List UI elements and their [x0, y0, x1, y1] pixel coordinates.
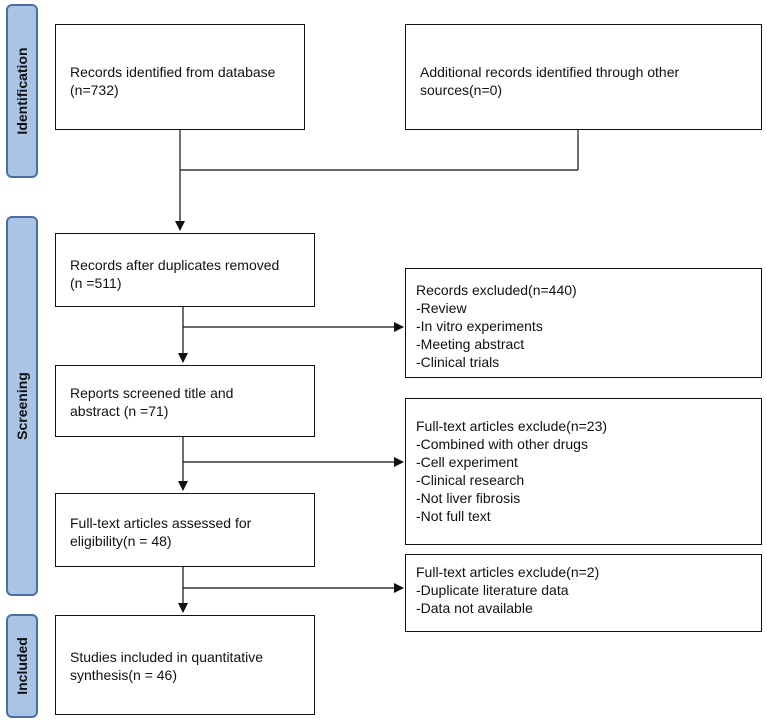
fulltext-excluded-1-item: -Not liver fibrosis	[416, 490, 521, 506]
phase-included: Included	[6, 614, 38, 718]
box-fulltext-assessed-text: Full-text articles assessed for eligibil…	[70, 515, 252, 549]
records-excluded-item: -Meeting abstract	[416, 336, 525, 352]
box-reports-screened: Reports screened title and abstract (n =…	[55, 365, 315, 437]
box-fulltext-assessed: Full-text articles assessed for eligibil…	[55, 493, 315, 567]
records-excluded-title: Records excluded(n=440)	[416, 282, 577, 298]
records-excluded-item: -Clinical trials	[416, 354, 500, 370]
phase-screening: Screening	[6, 216, 38, 596]
fulltext-excluded-1-item: -Combined with other drugs	[416, 436, 588, 452]
fulltext-excluded-2-item: -Data not available	[416, 600, 533, 616]
box-studies-included: Studies included in quantitative synthes…	[55, 615, 315, 715]
records-excluded-item: -In vitro experiments	[416, 318, 543, 334]
records-excluded-item: -Review	[416, 300, 467, 316]
fulltext-excluded-1-title: Full-text articles exclude(n=23)	[416, 418, 608, 434]
phase-identification: Identification	[6, 4, 38, 178]
box-records-identified-database: Records identified from database (n=732)	[55, 24, 305, 130]
fulltext-excluded-1-item: -Not full text	[416, 508, 491, 524]
box-fulltext-excluded-1: Full-text articles exclude(n=23) -Combin…	[405, 398, 762, 545]
box-records-identified-database-text: Records identified from database (n=732)	[70, 64, 276, 98]
box-records-excluded: Records excluded(n=440) -Review -In vitr…	[405, 268, 762, 378]
box-after-duplicates: Records after duplicates removed (n =511…	[55, 233, 315, 307]
box-additional-records: Additional records identified through ot…	[405, 24, 762, 130]
fulltext-excluded-2-item: -Duplicate literature data	[416, 582, 569, 598]
box-additional-records-text: Additional records identified through ot…	[420, 64, 680, 98]
box-studies-included-text: Studies included in quantitative synthes…	[70, 649, 264, 683]
fulltext-excluded-1-item: -Cell experiment	[416, 454, 518, 470]
box-reports-screened-text: Reports screened title and abstract (n =…	[70, 385, 234, 419]
fulltext-excluded-1-item: -Clinical research	[416, 472, 525, 488]
box-fulltext-excluded-2: Full-text articles exclude(n=2) -Duplica…	[405, 554, 762, 632]
fulltext-excluded-2-title: Full-text articles exclude(n=2)	[416, 564, 600, 580]
box-after-duplicates-text: Records after duplicates removed (n =511…	[70, 257, 280, 291]
